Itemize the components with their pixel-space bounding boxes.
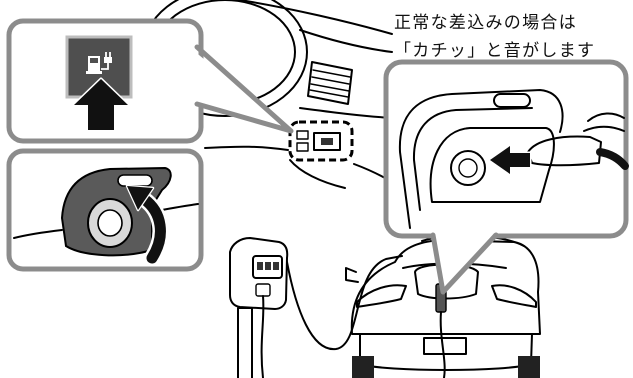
switch-button — [296, 142, 309, 152]
station-hanging-cable — [260, 295, 265, 378]
charge-socket-inner — [97, 209, 123, 237]
plug-cable — [439, 311, 446, 378]
hand-outline — [587, 112, 625, 122]
port-frame-inner — [412, 107, 533, 211]
switch-button — [296, 130, 309, 140]
station-indicator — [257, 262, 263, 270]
port-frame-outer — [398, 89, 564, 229]
caption-line-1: 正常な差込みの場合は — [394, 13, 577, 33]
station-indicator — [265, 262, 271, 270]
station-post — [237, 307, 253, 378]
dashboard-switch-cluster — [296, 130, 341, 152]
right-headlight — [491, 284, 537, 308]
charge-port-button-icon — [86, 52, 112, 74]
body-line — [13, 229, 63, 239]
up-arrow-icon — [72, 77, 130, 132]
curved-arrow-icon — [125, 184, 169, 266]
station-holster — [255, 283, 271, 297]
button-detail-panel — [6, 18, 204, 144]
station-indicator — [273, 262, 279, 270]
charging-station — [229, 237, 289, 378]
station-body — [229, 237, 289, 310]
air-vent — [307, 61, 353, 105]
left-headlight — [356, 284, 407, 308]
right-tire — [518, 356, 540, 378]
lid-latch — [117, 174, 153, 187]
plug-detail-panel — [383, 59, 629, 239]
open-charge-port-lid — [414, 263, 479, 300]
dashboard-upper-line — [299, 29, 393, 53]
front-bumper — [359, 333, 533, 371]
dashboard-lower-edge — [204, 145, 289, 151]
highlight-dashed-box — [288, 120, 354, 162]
charge-socket-inner — [458, 158, 478, 178]
dashboard-mid-line — [299, 107, 393, 119]
caption-line-2: 「カチッ」と音がします — [394, 41, 596, 61]
dashboard-top-edge — [239, 0, 393, 35]
plug-cable — [596, 148, 629, 170]
console-lower-edge — [289, 159, 346, 189]
button-callout-pointer — [193, 44, 294, 134]
charging-cable — [286, 255, 403, 351]
port-recess — [429, 127, 555, 203]
side-mirror — [345, 267, 359, 283]
lid-detail-panel — [6, 148, 204, 272]
station-control-panel — [252, 255, 283, 279]
port-latch — [493, 93, 531, 108]
car-body — [350, 239, 541, 335]
click-sound-caption: 正常な差込みの場合は 「カチッ」と音がします — [394, 9, 595, 65]
left-tire — [352, 356, 374, 378]
charge-port-switch-face — [321, 138, 333, 145]
license-plate — [423, 337, 467, 355]
charge-socket — [450, 150, 486, 186]
hand-outline — [583, 125, 625, 132]
plug-callout-pointer — [430, 230, 499, 295]
charge-port-switch — [313, 132, 341, 151]
left-arrow-icon — [488, 144, 532, 176]
